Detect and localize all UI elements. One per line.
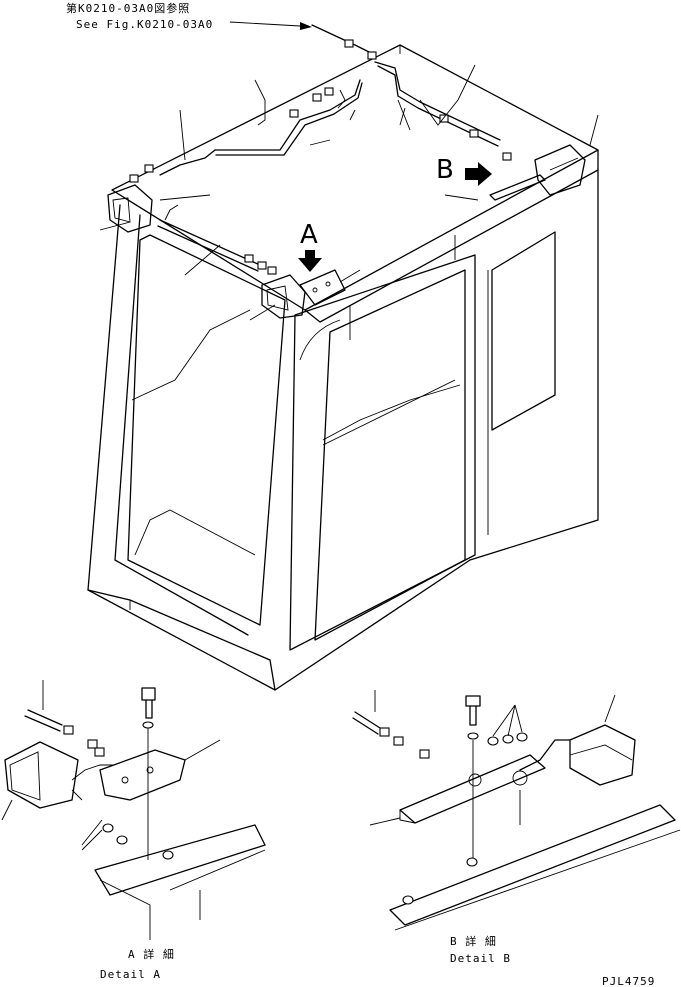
lamp-front-left bbox=[107, 184, 153, 233]
reference-text-en: See Fig.K0210-03A0 bbox=[76, 18, 213, 31]
reference-text-jp: 第K0210-03A0図参照 bbox=[66, 1, 190, 15]
svg-text:B: B bbox=[436, 155, 454, 185]
lamp-bracket-rear bbox=[489, 174, 546, 201]
detail-b-drawing bbox=[352, 690, 681, 931]
detail-b-caption-jp: B 詳 細 bbox=[450, 934, 497, 948]
detail-b-caption-en: Detail B bbox=[450, 952, 511, 965]
figure-code: PJL4759 bbox=[602, 975, 655, 987]
leader-lines-main bbox=[99, 64, 599, 321]
detail-a-caption-jp: A 詳 細 bbox=[128, 947, 175, 961]
detail-a-caption-en: Detail A bbox=[100, 968, 161, 981]
callout-a: A bbox=[298, 220, 322, 272]
detail-a-drawing bbox=[1, 680, 266, 940]
lamp-rear bbox=[534, 144, 586, 196]
callout-b: B bbox=[436, 155, 492, 186]
cab-body bbox=[87, 44, 599, 691]
lamp-front-right bbox=[261, 274, 306, 319]
lamp-bracket-front bbox=[299, 269, 346, 306]
reference-arrow bbox=[229, 21, 312, 30]
svg-text:A: A bbox=[300, 220, 318, 250]
